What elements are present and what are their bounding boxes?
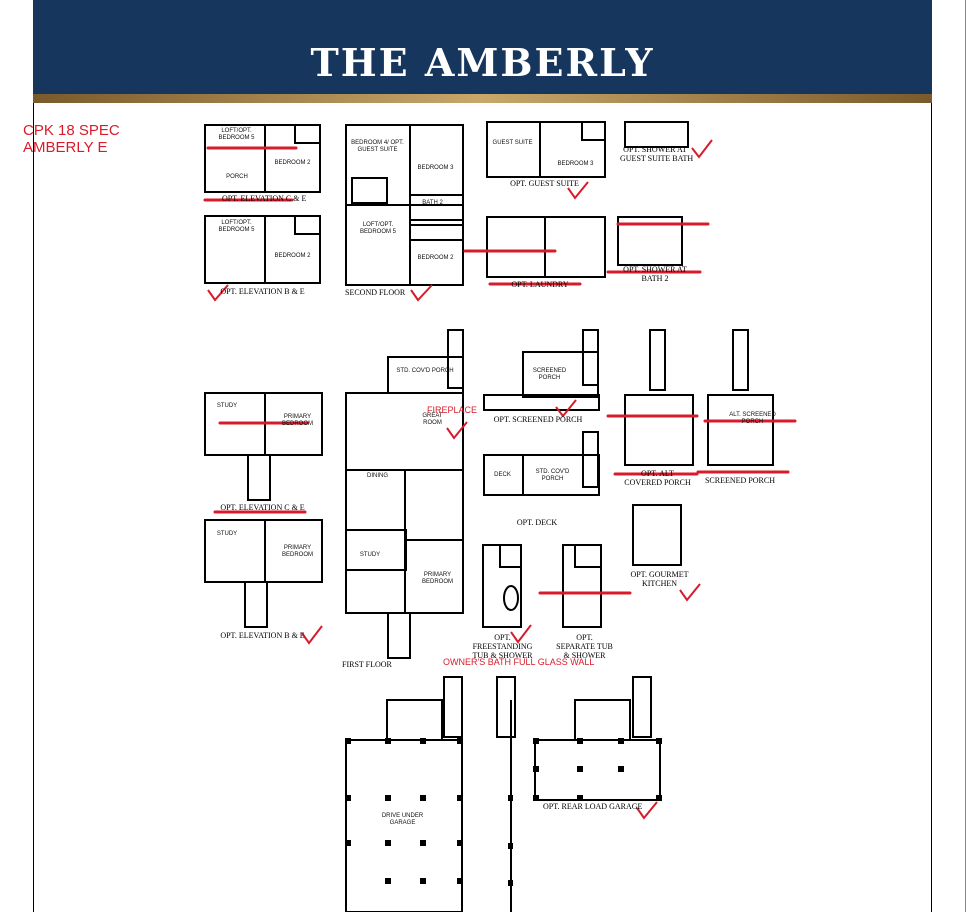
label-opt-shower-bath2: OPT. SHOWER AT BATH 2 — [620, 265, 690, 283]
opt-separate-line1: OPT. — [576, 633, 593, 642]
label-opt-shower-guest: OPT. SHOWER AT GUEST SUITE BATH — [620, 145, 694, 163]
label-opt-elev-be-top: OPT. ELEVATION B & E — [220, 287, 305, 296]
gold-divider — [33, 94, 932, 103]
page-border-left — [33, 0, 34, 912]
title-banner: THE AMBERLY — [33, 0, 932, 94]
label-opt-rear-load-garage: OPT. REAR LOAD GARAGE — [543, 802, 643, 811]
room-loft-b: LOFT/OPT. BEDROOM 5 — [218, 220, 255, 233]
label-screened-porch: SCREENED PORCH — [704, 476, 775, 485]
label-opt-freestanding: OPT. FREESTANDING TUB & SHOWER — [470, 633, 535, 660]
label-opt-separate: OPT. SEPARATE TUB & SHOWER — [552, 633, 617, 660]
opt-freestanding-line1: OPT. — [494, 633, 511, 642]
room-bath2: BATH 2 — [422, 200, 443, 206]
label-first-floor: FIRST FLOOR — [342, 660, 392, 669]
label-opt-guest-suite: OPT. GUEST SUITE — [510, 179, 579, 188]
room-primary-be: PRIMARY BEDROOM — [281, 545, 313, 558]
room-primary-ce: PRIMARY BEDROOM — [281, 414, 313, 427]
room-primary-bedroom-f: PRIMARY BEDROOM — [421, 572, 453, 585]
room-deck: DECK — [494, 472, 511, 478]
room-bedroom3: BEDROOM 3 — [417, 165, 454, 171]
label-opt-laundry: OPT. LAUNDRY — [511, 280, 569, 289]
opt-shower-guest-line1: OPT. SHOWER AT — [623, 145, 687, 154]
opt-freestanding-line3: TUB & SHOWER — [472, 651, 533, 660]
room-study-f: STUDY — [359, 552, 381, 558]
room-study-be: STUDY — [216, 531, 238, 537]
room-drive-under: DRIVE UNDER GARAGE — [381, 813, 424, 826]
note-glass-wall: OWNER'S BATH FULL GLASS WALL — [443, 657, 595, 667]
spec-line-2: AMBERLY E — [23, 139, 108, 156]
room-dining: DINING — [367, 473, 388, 479]
opt-alt-covered-line1: OPT. ALT — [641, 469, 674, 478]
opt-gourmet-line1: OPT. GOURMET — [630, 570, 689, 579]
room-loft-c: LOFT/OPT. BEDROOM 5 — [359, 222, 396, 235]
room-bedroom2-a: BEDROOM 2 — [274, 160, 311, 166]
room-study-ce: STUDY — [216, 403, 238, 409]
room-great-room: GREAT ROOM — [422, 413, 443, 426]
room-alt-screened: ALT. SCREENED PORCH — [729, 412, 776, 425]
spec-line-1: CPK 18 SPEC — [23, 122, 120, 139]
opt-shower-guest-line2: GUEST SUITE BATH — [620, 154, 694, 163]
opt-separate-line3: & SHOWER — [563, 651, 606, 660]
page-border-right — [931, 0, 932, 912]
room-bedroom2-c: BEDROOM 2 — [417, 255, 454, 261]
spec-note: CPK 18 SPEC AMBERLY E — [23, 122, 120, 156]
opt-freestanding-line2: FREESTANDING — [472, 642, 533, 651]
opt-shower-bath2-line1: OPT. SHOWER AT — [623, 265, 687, 274]
page-title: THE AMBERLY — [310, 40, 655, 85]
room-std-covd-porch: STD. COV'D PORCH — [396, 368, 454, 374]
label-opt-elev-be-mid: OPT. ELEVATION B & E — [220, 631, 305, 640]
room-bedroom2-b: BEDROOM 2 — [274, 253, 311, 259]
label-opt-elev-ce-top: OPT. ELEVATION C & E — [222, 194, 307, 203]
opt-separate-line2: SEPARATE TUB — [556, 642, 613, 651]
room-bedroom4: BEDROOM 4/ OPT. GUEST SUITE — [351, 140, 404, 153]
opt-shower-bath2-line2: BATH 2 — [641, 274, 669, 283]
label-opt-screened-porch: OPT. SCREENED PORCH — [493, 415, 583, 424]
room-porch-a: PORCH — [226, 174, 248, 180]
room-std-covd-porch2: STD. COV'D PORCH — [535, 469, 570, 482]
room-screened-porch-r: SCREENED PORCH — [532, 368, 567, 381]
label-opt-deck: OPT. DECK — [516, 518, 558, 527]
label-opt-elev-ce-mid: OPT. ELEVATION C & E — [220, 503, 305, 512]
opt-gourmet-line2: KITCHEN — [641, 579, 678, 588]
opt-alt-covered-line2: COVERED PORCH — [624, 478, 691, 487]
note-fireplace: FIREPLACE — [427, 405, 478, 415]
label-second-floor: SECOND FLOOR — [345, 288, 406, 297]
room-guest-suite: GUEST SUITE — [492, 140, 533, 146]
room-bedroom3-g: BEDROOM 3 — [557, 161, 594, 167]
label-opt-alt-covered: OPT. ALT COVERED PORCH — [620, 469, 695, 487]
page-edge-right — [965, 0, 966, 912]
label-opt-gourmet: OPT. GOURMET KITCHEN — [627, 570, 692, 588]
room-loft-a: LOFT/OPT. BEDROOM 5 — [218, 128, 255, 141]
